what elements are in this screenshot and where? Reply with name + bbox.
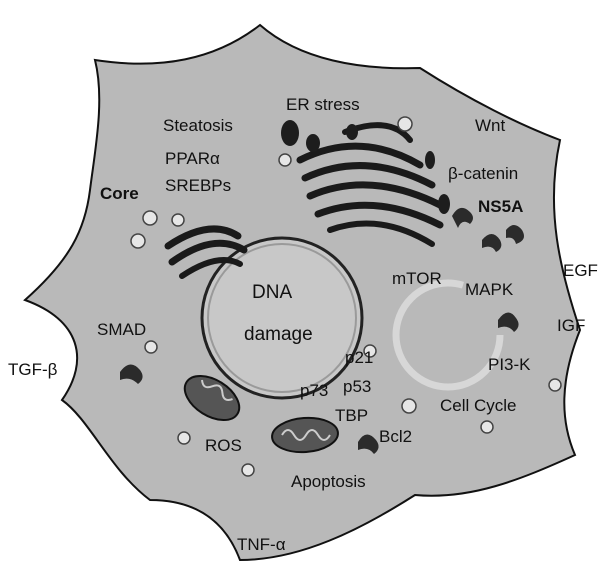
label-ns5a: NS5A — [478, 197, 523, 216]
label-tgf-beta: TGF-β — [8, 360, 58, 379]
label-srebps: SREBPs — [165, 176, 231, 195]
label-p73: p73 — [300, 381, 328, 400]
label-p21: p21 — [345, 348, 373, 367]
label-ppar: PPARα — [165, 149, 220, 168]
label-p53: p53 — [343, 377, 371, 396]
label-smad: SMAD — [97, 320, 146, 339]
label-beta-catenin: β-catenin — [448, 164, 518, 183]
label-bcl2: Bcl2 — [379, 427, 412, 446]
label-ros: ROS — [205, 436, 242, 455]
label-core: Core — [100, 184, 139, 203]
label-cell-cycle: Cell Cycle — [440, 396, 517, 415]
label-apoptosis: Apoptosis — [291, 472, 366, 491]
label-dna: DNA — [252, 282, 292, 303]
label-wnt: Wnt — [475, 116, 506, 135]
label-tnf-alpha: TNF-α — [237, 535, 286, 554]
label-igf: IGF — [557, 316, 585, 335]
label-er-stress: ER stress — [286, 95, 360, 114]
label-damage: damage — [244, 324, 313, 345]
label-mtor: mTOR — [392, 269, 442, 288]
label-pi3k: PI3-K — [488, 355, 531, 374]
label-mapk: MAPK — [465, 280, 514, 299]
label-steatosis: Steatosis — [163, 116, 233, 135]
label-egf: EGF — [563, 261, 598, 280]
label-tbp: TBP — [335, 406, 368, 425]
